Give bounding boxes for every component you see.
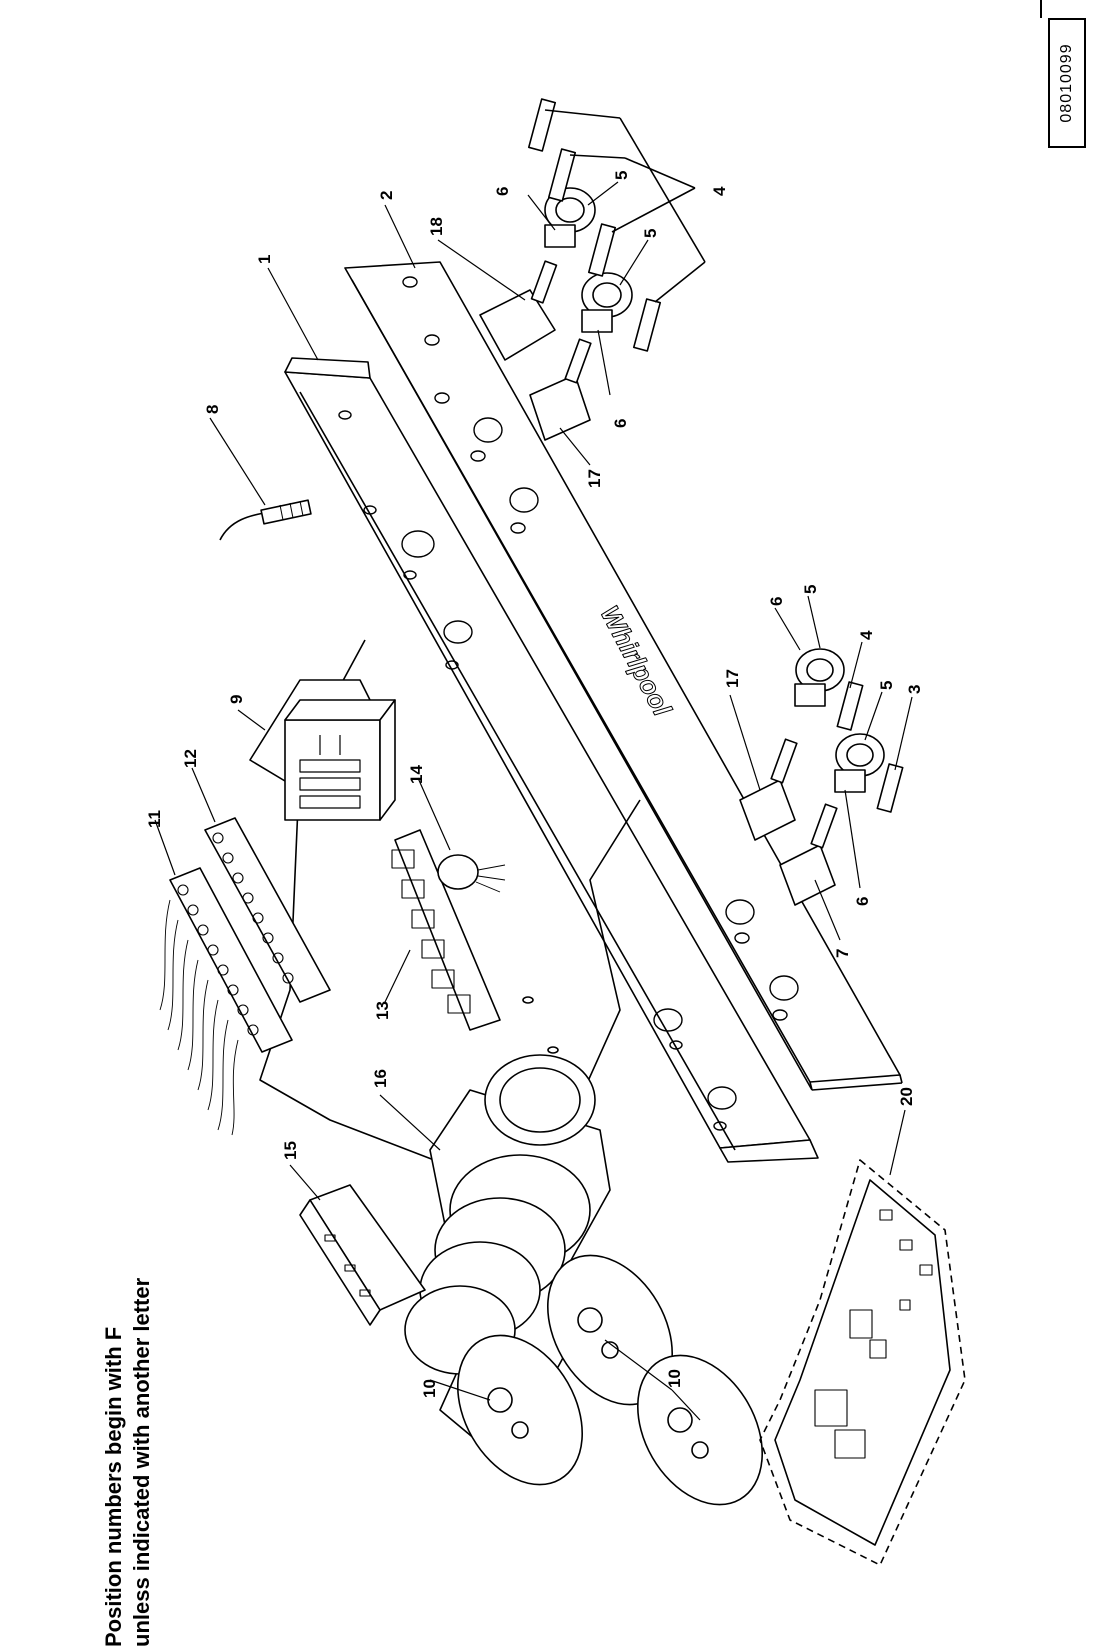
terminal-block-part-11 <box>159 867 293 1136</box>
frame-tick <box>1040 0 1042 18</box>
knob-part-5-mid <box>581 272 633 333</box>
callout-5-d: 5 <box>877 681 896 690</box>
callout-20: 20 <box>897 1087 916 1106</box>
callout-13: 13 <box>373 1001 392 1020</box>
callout-1: 1 <box>255 255 274 264</box>
callout-6-c: 6 <box>767 597 786 606</box>
rear-bracket-part-1 <box>284 357 819 1163</box>
callout-15: 15 <box>281 1141 300 1160</box>
switch-bank-part-13 <box>391 829 501 1031</box>
knob-part-5-lower-b <box>834 733 885 793</box>
callout-12: 12 <box>181 749 200 768</box>
callout-2: 2 <box>377 191 396 200</box>
callout-10-b: 10 <box>665 1369 684 1388</box>
electronic-board-part-20 <box>759 1159 966 1566</box>
callout-8: 8 <box>203 405 222 414</box>
switch-part-18 <box>479 260 558 361</box>
pressure-switch-part-10a <box>457 1334 583 1486</box>
callout-6-b: 6 <box>611 419 630 428</box>
callout-17-b: 17 <box>723 669 742 688</box>
switch-part-17-upper <box>529 338 592 441</box>
callout-3: 3 <box>905 685 924 694</box>
callout-6-a: 6 <box>493 187 512 196</box>
leader-lines <box>154 181 913 1421</box>
sensor-part-8 <box>219 499 312 541</box>
callout-17-a: 17 <box>585 469 604 488</box>
programme-timer-part-16 <box>404 1054 611 1375</box>
callout-5-b: 5 <box>641 229 660 238</box>
callout-9: 9 <box>227 695 246 704</box>
callout-16: 16 <box>371 1069 390 1088</box>
callout-18: 18 <box>427 217 446 236</box>
indicator-lamps-part-4 <box>527 98 706 352</box>
callout-10-a: 10 <box>420 1379 439 1398</box>
callout-5-a: 5 <box>612 171 631 180</box>
knob-part-5-lower-a <box>794 648 845 707</box>
callout-numbers: 1 2 3 4 4 4 5 5 5 5 6 6 6 6 7 8 9 10 10 … <box>145 171 924 1398</box>
callout-5-c: 5 <box>801 585 820 594</box>
callout-14: 14 <box>407 765 426 784</box>
callout-6-d: 6 <box>853 897 872 906</box>
callout-11: 11 <box>145 810 164 828</box>
component-part-14 <box>437 854 506 893</box>
relay-part-15 <box>299 1184 426 1326</box>
terminal-block-part-12 <box>204 817 331 1003</box>
callout-4-lower: 4 <box>857 630 876 640</box>
pressure-switch-part-10c <box>637 1354 763 1506</box>
callout-7: 7 <box>833 949 852 958</box>
contactor-part-9 <box>249 679 396 821</box>
callout-4-upper: 4 <box>710 186 729 196</box>
switches-part-17-7-lower <box>739 738 838 906</box>
document-number-box: 08010099 <box>1048 18 1086 148</box>
